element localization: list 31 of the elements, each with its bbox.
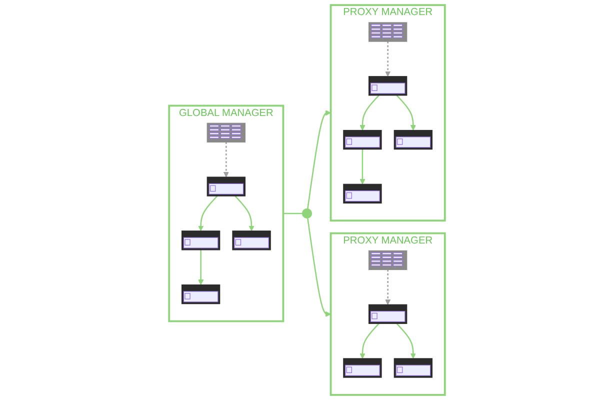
arrow — [307, 218, 332, 317]
arrow — [385, 42, 391, 77]
device-picture — [368, 22, 408, 42]
group-title: PROXY MANAGER — [343, 6, 433, 18]
arrow — [360, 149, 366, 184]
device-picture — [343, 184, 382, 204]
device-picture — [206, 176, 246, 196]
device-picture — [181, 230, 220, 250]
arrow — [396, 323, 416, 359]
device-picture — [206, 122, 246, 142]
arrow — [234, 196, 254, 232]
device-picture — [368, 76, 408, 96]
device-picture — [343, 358, 382, 378]
arrow — [385, 270, 391, 305]
device-picture — [368, 250, 408, 270]
arrow — [223, 142, 229, 178]
device-picture — [232, 230, 271, 250]
group-title: GLOBAL MANAGER — [179, 108, 274, 118]
arrow — [307, 110, 332, 209]
junction-dot — [302, 208, 312, 219]
arrow — [360, 323, 380, 359]
device-picture — [343, 130, 382, 150]
arrow — [396, 94, 416, 131]
device-picture — [394, 130, 433, 150]
device-picture — [181, 284, 220, 304]
device-picture — [394, 358, 433, 378]
group-title: PROXY MANAGER — [343, 235, 433, 246]
device-picture — [368, 304, 408, 324]
arrow — [198, 196, 218, 232]
arrow — [360, 94, 380, 131]
arrow — [198, 250, 204, 286]
